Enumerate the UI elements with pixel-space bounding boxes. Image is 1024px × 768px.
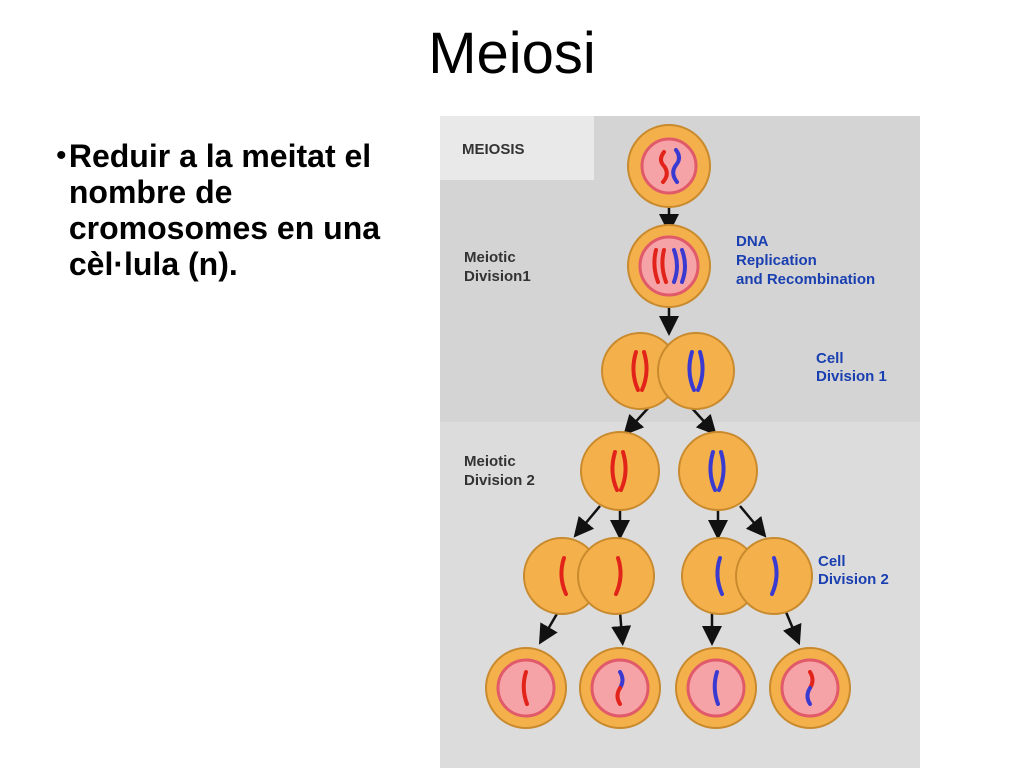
arrow bbox=[782, 611, 802, 646]
cell-division-2-blue bbox=[681, 537, 813, 615]
chromosome-blue bbox=[770, 556, 779, 596]
chromosome-red bbox=[559, 556, 568, 596]
arrow bbox=[611, 611, 632, 646]
chromosome-blue bbox=[715, 556, 724, 596]
event-label-dna-replication: DNA Replication and Recombination bbox=[736, 233, 875, 288]
stage-label-division-2: Meiotic Division 2 bbox=[464, 453, 535, 489]
event-label-cell-division-2: Cell Division 2 bbox=[818, 553, 889, 588]
arrow bbox=[573, 505, 601, 538]
event-label-cell-division-1: Cell Division 1 bbox=[816, 350, 887, 385]
bullet-dot-icon: • bbox=[56, 139, 67, 172]
bullet-text: Reduir a la meitat el nombre de cromosom… bbox=[68, 138, 381, 282]
chromosome-blue bbox=[671, 148, 681, 184]
chromosome-red bbox=[652, 248, 668, 284]
cell-division-1 bbox=[601, 332, 735, 410]
chromosome-red bbox=[659, 150, 669, 184]
gamete-3 bbox=[675, 647, 757, 729]
parent-cell bbox=[627, 124, 711, 208]
gamete-4 bbox=[769, 647, 851, 729]
header-box bbox=[440, 116, 594, 180]
chromosome-blue bbox=[687, 350, 705, 392]
daughter-cell-blue bbox=[678, 431, 758, 511]
chromosome-red bbox=[631, 350, 649, 392]
bullet-point: • Reduir a la meitat el nombre de cromos… bbox=[56, 138, 416, 282]
chromosome-red bbox=[614, 556, 623, 596]
chromosome-blue bbox=[708, 450, 726, 492]
gamete-1 bbox=[485, 647, 567, 729]
chromosome-red bbox=[610, 450, 628, 492]
slide-title: Meiosi bbox=[428, 21, 596, 86]
stage-label-division-1: Meiotic Division1 bbox=[464, 249, 531, 285]
arrow bbox=[739, 505, 767, 538]
arrow bbox=[538, 611, 560, 645]
diagram-header: MEIOSIS bbox=[462, 141, 525, 158]
replicated-cell bbox=[627, 224, 711, 308]
arrow bbox=[623, 405, 651, 436]
chromosome-blue bbox=[672, 248, 687, 284]
cell-division-2-red bbox=[523, 537, 655, 615]
meiosis-diagram: MEIOSIS Meiotic Division1 Meiotic Divisi… bbox=[440, 116, 920, 768]
gamete-2 bbox=[579, 647, 661, 729]
daughter-cell-red bbox=[580, 431, 660, 511]
